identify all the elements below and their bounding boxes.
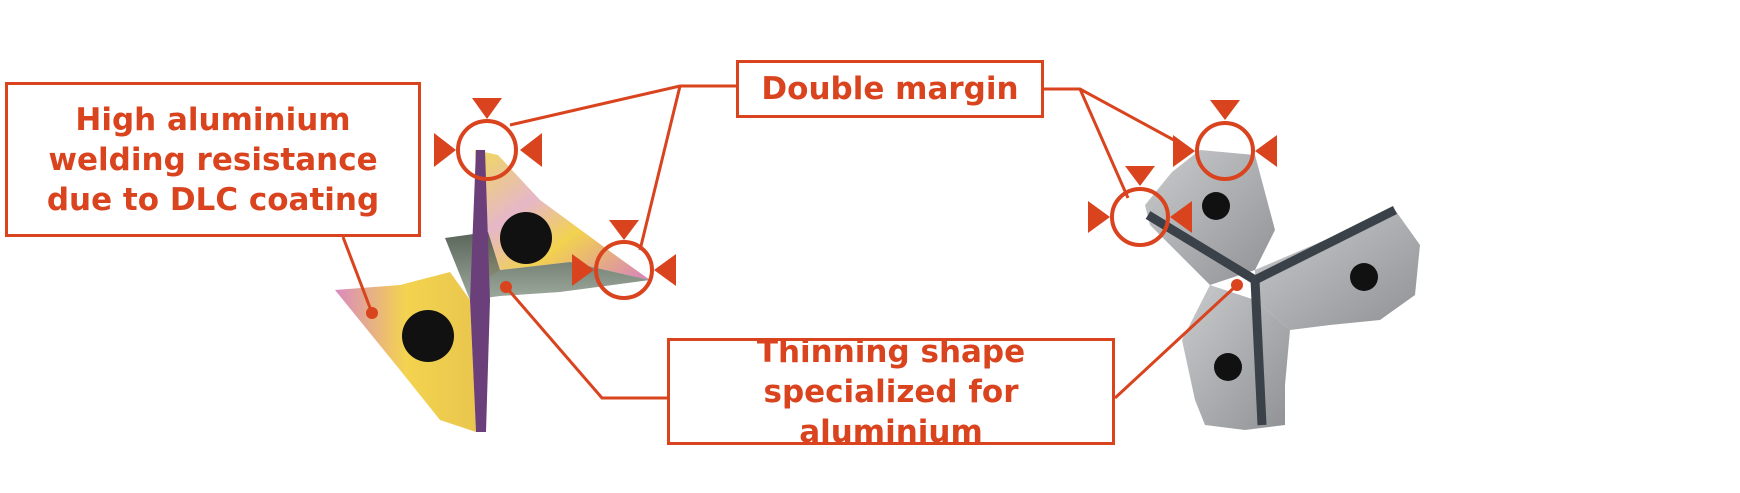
leader-margin-right-b <box>1078 88 1130 199</box>
marker-dot <box>500 281 512 293</box>
leader-dlc <box>341 236 374 314</box>
coolant-hole <box>1202 192 1230 220</box>
lower-cutting-edge <box>335 272 476 432</box>
margin-target <box>572 220 676 300</box>
leader-margin-right-a <box>1044 87 1184 147</box>
margin-target <box>434 98 542 181</box>
target-ring <box>1110 187 1170 247</box>
callout-dlc-text: High aluminium welding resistance due to… <box>46 101 380 218</box>
marker-dot <box>1231 279 1243 291</box>
target-ring <box>1195 121 1255 181</box>
margin-target <box>1088 166 1192 247</box>
callout-thinning-text: Thinning shape specialized for aluminium <box>756 333 1026 450</box>
arrowhead-icon <box>520 133 542 167</box>
coolant-hole <box>1350 263 1378 291</box>
arrowhead-icon <box>1125 166 1155 186</box>
arrowhead-icon <box>1170 201 1192 233</box>
coolant-hole <box>500 212 552 264</box>
leader-margin-left-a <box>509 84 736 127</box>
drill-face-right <box>1255 210 1420 330</box>
callout-dlc-coating: High aluminium welding resistance due to… <box>5 82 421 237</box>
callout-thinning-shape: Thinning shape specialized for aluminium <box>667 334 1115 450</box>
margin-target <box>1173 100 1277 181</box>
leader-margin-left-b <box>638 85 682 251</box>
coolant-hole <box>402 310 454 362</box>
leader-lines <box>341 84 1239 400</box>
callout-double-margin: Double margin <box>736 60 1044 118</box>
web-strip <box>470 150 490 432</box>
flute-line <box>1250 279 1267 426</box>
arrowhead-icon <box>472 98 502 119</box>
arrowhead-icon <box>1173 135 1195 167</box>
marker-dot <box>366 307 378 319</box>
leader-thinning-left <box>504 286 667 400</box>
arrowhead-icon <box>609 220 639 240</box>
arrowhead-icon <box>572 254 594 286</box>
arrowhead-icon <box>1210 100 1240 120</box>
target-ring <box>456 119 518 181</box>
three-flute-drill-tip <box>1145 150 1420 430</box>
leader-thinning-right <box>1113 283 1239 400</box>
arrowhead-icon <box>1255 135 1277 167</box>
coolant-hole <box>1214 353 1242 381</box>
callout-margin-text: Double margin <box>761 71 1019 107</box>
arrowhead-icon <box>1088 201 1110 233</box>
upper-cutting-edge <box>475 150 650 282</box>
target-ring <box>594 240 654 300</box>
arrowhead-icon <box>434 133 456 167</box>
arrowhead-icon <box>654 254 676 286</box>
